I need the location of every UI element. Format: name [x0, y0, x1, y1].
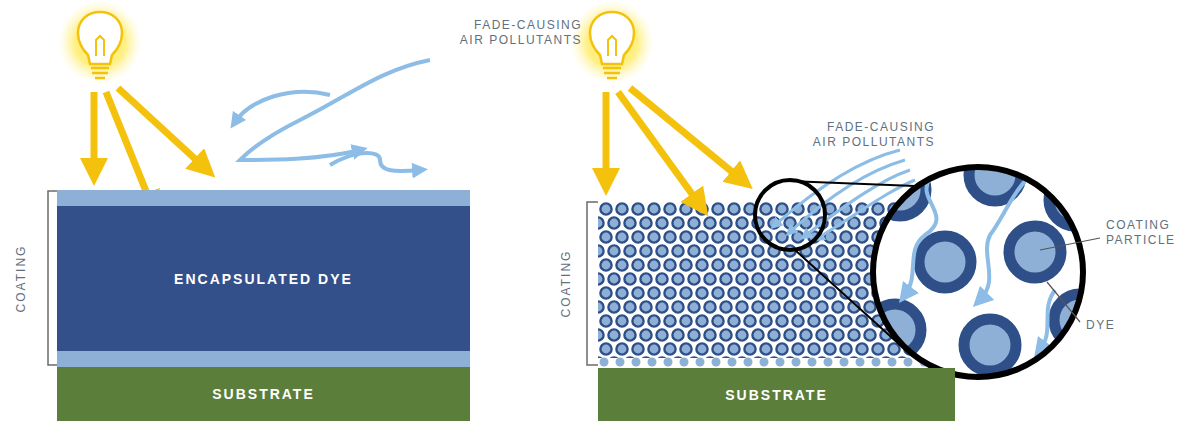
coating-particle-dot — [824, 358, 833, 367]
magnified-pollutants — [905, 170, 1055, 350]
light-rays — [94, 88, 205, 206]
layer-label: ENCAPSULATED DYE — [174, 271, 353, 287]
coating-particle-dot — [744, 358, 753, 367]
coating-particle-dot — [664, 358, 673, 367]
coating-particle-dot — [600, 358, 609, 367]
bulb-glow — [570, 0, 654, 84]
coating-particle-dot — [680, 358, 689, 367]
coating-particle-dot — [728, 358, 737, 367]
pollutant-label: FADE-CAUSING AIR POLLUTANTS — [800, 120, 935, 150]
coating-layer — [57, 351, 470, 367]
coating-particle-dot — [872, 358, 881, 367]
coating-particle-dot — [632, 358, 641, 367]
substrate-box: SUBSTRATE — [598, 368, 955, 421]
coating-particle-dot — [808, 358, 817, 367]
part-label: COATING PARTICLE — [1106, 218, 1182, 248]
coating-bracket — [587, 202, 598, 365]
magnifier-ring — [873, 167, 1083, 377]
coating-particle-dot — [760, 358, 769, 367]
pollutant-swirls — [235, 60, 430, 171]
light-rays — [606, 88, 742, 205]
bulb-glow — [58, 0, 142, 84]
coating-particle-dot — [712, 358, 721, 367]
coating-label: COATING — [15, 244, 30, 312]
coating-particle-dot — [696, 358, 705, 367]
coating-particle-dot — [888, 358, 897, 367]
leader-lines — [1040, 238, 1100, 322]
coating-particle-dot — [648, 358, 657, 367]
coating-layer — [57, 190, 470, 206]
coating-particle-dot — [856, 358, 865, 367]
substrate-box: SUBSTRATE — [57, 367, 470, 421]
coating-particle-dot — [616, 358, 625, 367]
dye-layer — [57, 206, 470, 351]
layer-label: SUBSTRATE — [725, 387, 828, 403]
light-bulb — [590, 12, 634, 78]
layer-label: SUBSTRATE — [212, 386, 315, 402]
coating-particle-dot — [840, 358, 849, 367]
dye-layer-box: ENCAPSULATED DYE — [57, 206, 470, 351]
coating-label: COATING — [560, 249, 575, 317]
zoom-spot — [755, 180, 825, 250]
coating-particle-dot — [776, 358, 785, 367]
part-label: DYE — [1086, 318, 1146, 333]
coating-particle-dot — [792, 358, 801, 367]
light-bulb — [78, 12, 122, 78]
coating-particle-dot — [904, 358, 913, 367]
bottom-particles — [600, 358, 945, 367]
pollutant-label: FADE-CAUSING AIR POLLUTANTS — [452, 18, 582, 48]
magnified-particles — [869, 149, 1106, 371]
